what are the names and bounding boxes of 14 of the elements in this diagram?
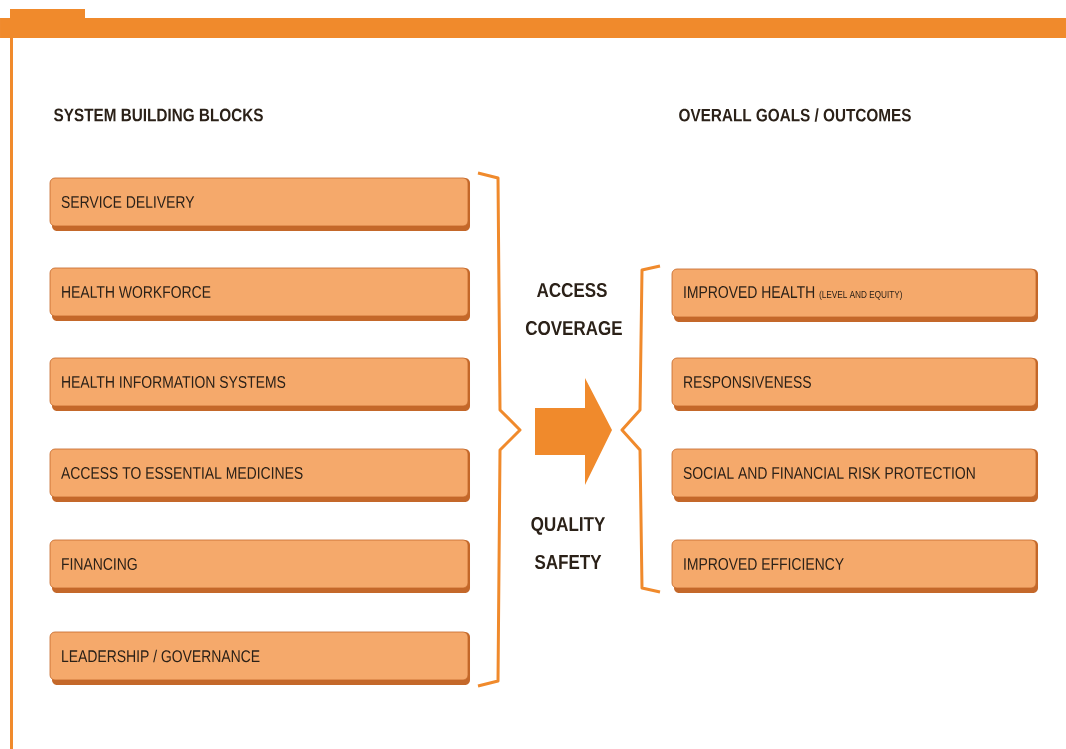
section-heading: SYSTEM BUILDING BLOCKS (54, 108, 263, 122)
flow-label: ACCESS COVERAGE (525, 282, 622, 336)
flow-label: QUALITY SAFETY (531, 516, 606, 570)
block-box: IMPROVED EFFICIENCY (671, 539, 1038, 593)
block-box: ACCESS TO ESSENTIAL MEDICINES (49, 448, 470, 502)
block-box: IMPROVED HEALTH (LEVEL AND EQUITY) (671, 268, 1038, 322)
block-box: FINANCING (49, 539, 470, 593)
block-box: HEALTH WORKFORCE (49, 267, 470, 321)
section-heading: OVERALL GOALS / OUTCOMES (679, 108, 911, 122)
block-box: SOCIAL AND FINANCIAL RISK PROTECTION (671, 448, 1038, 502)
block-box: HEALTH INFORMATION SYSTEMS (49, 357, 470, 411)
block-box: LEADERSHIP / GOVERNANCE (49, 631, 470, 685)
block-box: SERVICE DELIVERY (49, 177, 470, 231)
block-box: RESPONSIVENESS (671, 357, 1038, 411)
